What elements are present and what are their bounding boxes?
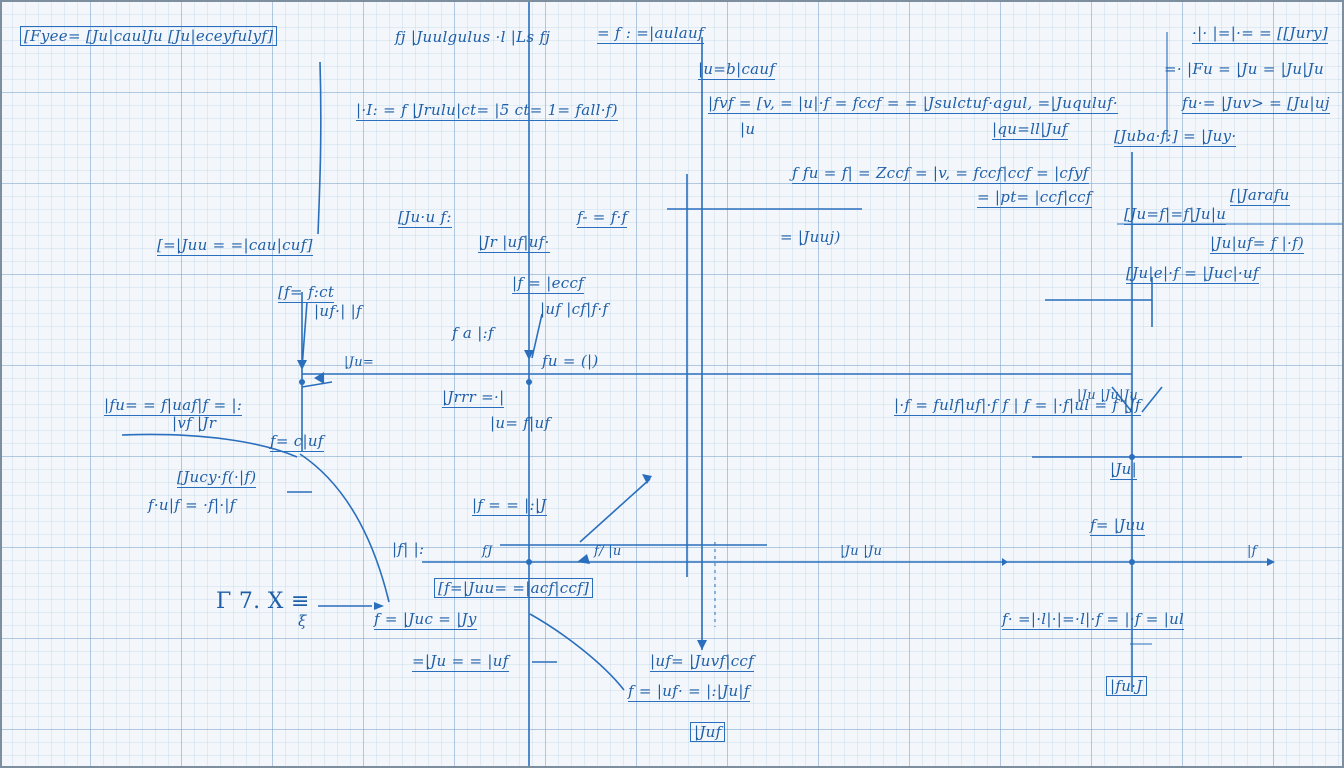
equation: [Jucy·f(·|f) xyxy=(177,468,257,488)
equation: fu·= |Juv> = [Ju|uj xyxy=(1182,94,1330,114)
arrow-4 xyxy=(642,474,652,484)
equation: |qu=ll|Juf xyxy=(992,120,1068,140)
equation: |uf·| |f xyxy=(314,302,362,320)
diag-1 xyxy=(579,478,651,543)
arrow-7 xyxy=(374,602,384,610)
equation: f= c|uf xyxy=(270,432,324,452)
equation: |vf |Jr xyxy=(172,414,217,432)
equation: |·I: = f |Jrulu|ct= |5 ct= 1= fall·f) xyxy=(356,101,618,121)
arrow-1 xyxy=(297,360,307,370)
equation: f· =|·l|·|=·l|·f = |·f = |ul xyxy=(1002,610,1185,630)
equation: |fu·J xyxy=(1106,676,1147,696)
diag-8 xyxy=(1111,386,1133,413)
equation: f- = f·f xyxy=(577,208,628,228)
equation: |u=b|cauf xyxy=(698,60,776,80)
curve-5 xyxy=(301,381,333,388)
equation: |Juf xyxy=(690,722,726,742)
junction-4 xyxy=(1129,559,1135,565)
junction-2 xyxy=(526,379,532,385)
curve-4 xyxy=(529,613,625,691)
equation: =|Ju = = |uf xyxy=(412,652,509,672)
equation: [f= f:ct xyxy=(278,283,335,303)
equation: |Ju |Ju xyxy=(840,544,883,559)
equation: |u= f|uf xyxy=(490,414,551,432)
equation: |f = = |:|J xyxy=(472,496,547,516)
equation: |Ju |Ju|Ju xyxy=(1077,388,1139,403)
curve-3 xyxy=(317,61,322,235)
equation: fu = (|) xyxy=(542,352,599,370)
equation: |uf= |Juvf|ccf xyxy=(650,652,754,672)
arrow-5 xyxy=(577,554,590,564)
equation: |Ju= xyxy=(344,355,375,370)
equation: [Juba·f:] = |Juy· xyxy=(1114,127,1237,147)
equation: = |pt= |ccf|ccf xyxy=(977,188,1092,208)
equation: |·f = fulf|uf|·f f | f = |·f|ul = f |Jf xyxy=(894,396,1141,416)
equation: fj |Juulgulus ·l |Ls fj xyxy=(395,28,551,46)
equation: [Ju·u f: xyxy=(398,208,452,228)
equation: [|Jarafu xyxy=(1230,186,1290,206)
equation: f·u|f = ·f|·|f xyxy=(148,496,236,514)
equation: |u xyxy=(740,120,756,138)
equation: =· |Fu = |Ju = |Ju|Ju xyxy=(1164,60,1324,78)
equation: = |Juuj) xyxy=(780,228,841,246)
equation: |fu= = f|uaf|f = |: xyxy=(104,396,243,416)
equation: f= |Juu xyxy=(1090,516,1146,536)
equation: ƒ fu = f| = Zccf = |v, = fccf|ccf = |cfy… xyxy=(792,164,1089,184)
equation: [Ju|e|·f = |Juc|·uf xyxy=(1126,264,1259,284)
junction-3 xyxy=(526,559,532,565)
diag-3 xyxy=(531,313,543,359)
equation: [=|Juu = =|cau|cuf] xyxy=(157,236,313,256)
equation: |f = |eccf xyxy=(512,274,584,294)
equation: |Jrrr =·| xyxy=(442,388,505,408)
equation: = f : =|aulauf xyxy=(597,24,704,44)
curve-1 xyxy=(299,453,390,603)
equation: [Fyee= [Ju|caulJu [Ju|eceyfulyf] xyxy=(20,26,278,46)
equation: |f xyxy=(1247,544,1257,559)
arrow-3 xyxy=(697,640,707,650)
equation: |Jr |uf|uf· xyxy=(478,233,550,253)
equation: f = |Juc = |Jy xyxy=(374,610,477,630)
equation: ·|· |=|·= = [[Jury] xyxy=(1192,24,1329,44)
equation: |Ju| xyxy=(1110,460,1137,480)
equation: [f=|Juu= =|acf|ccf] xyxy=(434,578,594,598)
diag-2 xyxy=(301,301,308,369)
equation: fJ xyxy=(482,544,493,559)
equation: |fvf = [v, = |u|·f = fccf = = |Jsulctuf·… xyxy=(708,94,1118,114)
equation: |Ju|uf= f |·f) xyxy=(1210,234,1305,254)
big-label-subscript: ξ xyxy=(298,612,307,630)
equation: f/ |u xyxy=(594,544,622,559)
equation: |uf |cf|f·f xyxy=(540,300,609,318)
junction-1 xyxy=(299,379,305,385)
junction-5 xyxy=(1129,454,1135,460)
diag-9 xyxy=(1141,386,1163,413)
equation: f a |:f xyxy=(452,324,494,342)
equation: |f| |: xyxy=(392,540,425,558)
arrow-2 xyxy=(524,350,534,360)
big-label: Γ 7. X ≡ xyxy=(216,589,310,614)
arrow-8 xyxy=(1267,558,1275,566)
arrow-6 xyxy=(314,372,324,384)
equation: f = |uf· = |:|Ju|f xyxy=(628,682,750,702)
arrow-9 xyxy=(1002,558,1008,566)
equation: [Ju=f|=f|Ju|u xyxy=(1124,205,1227,225)
